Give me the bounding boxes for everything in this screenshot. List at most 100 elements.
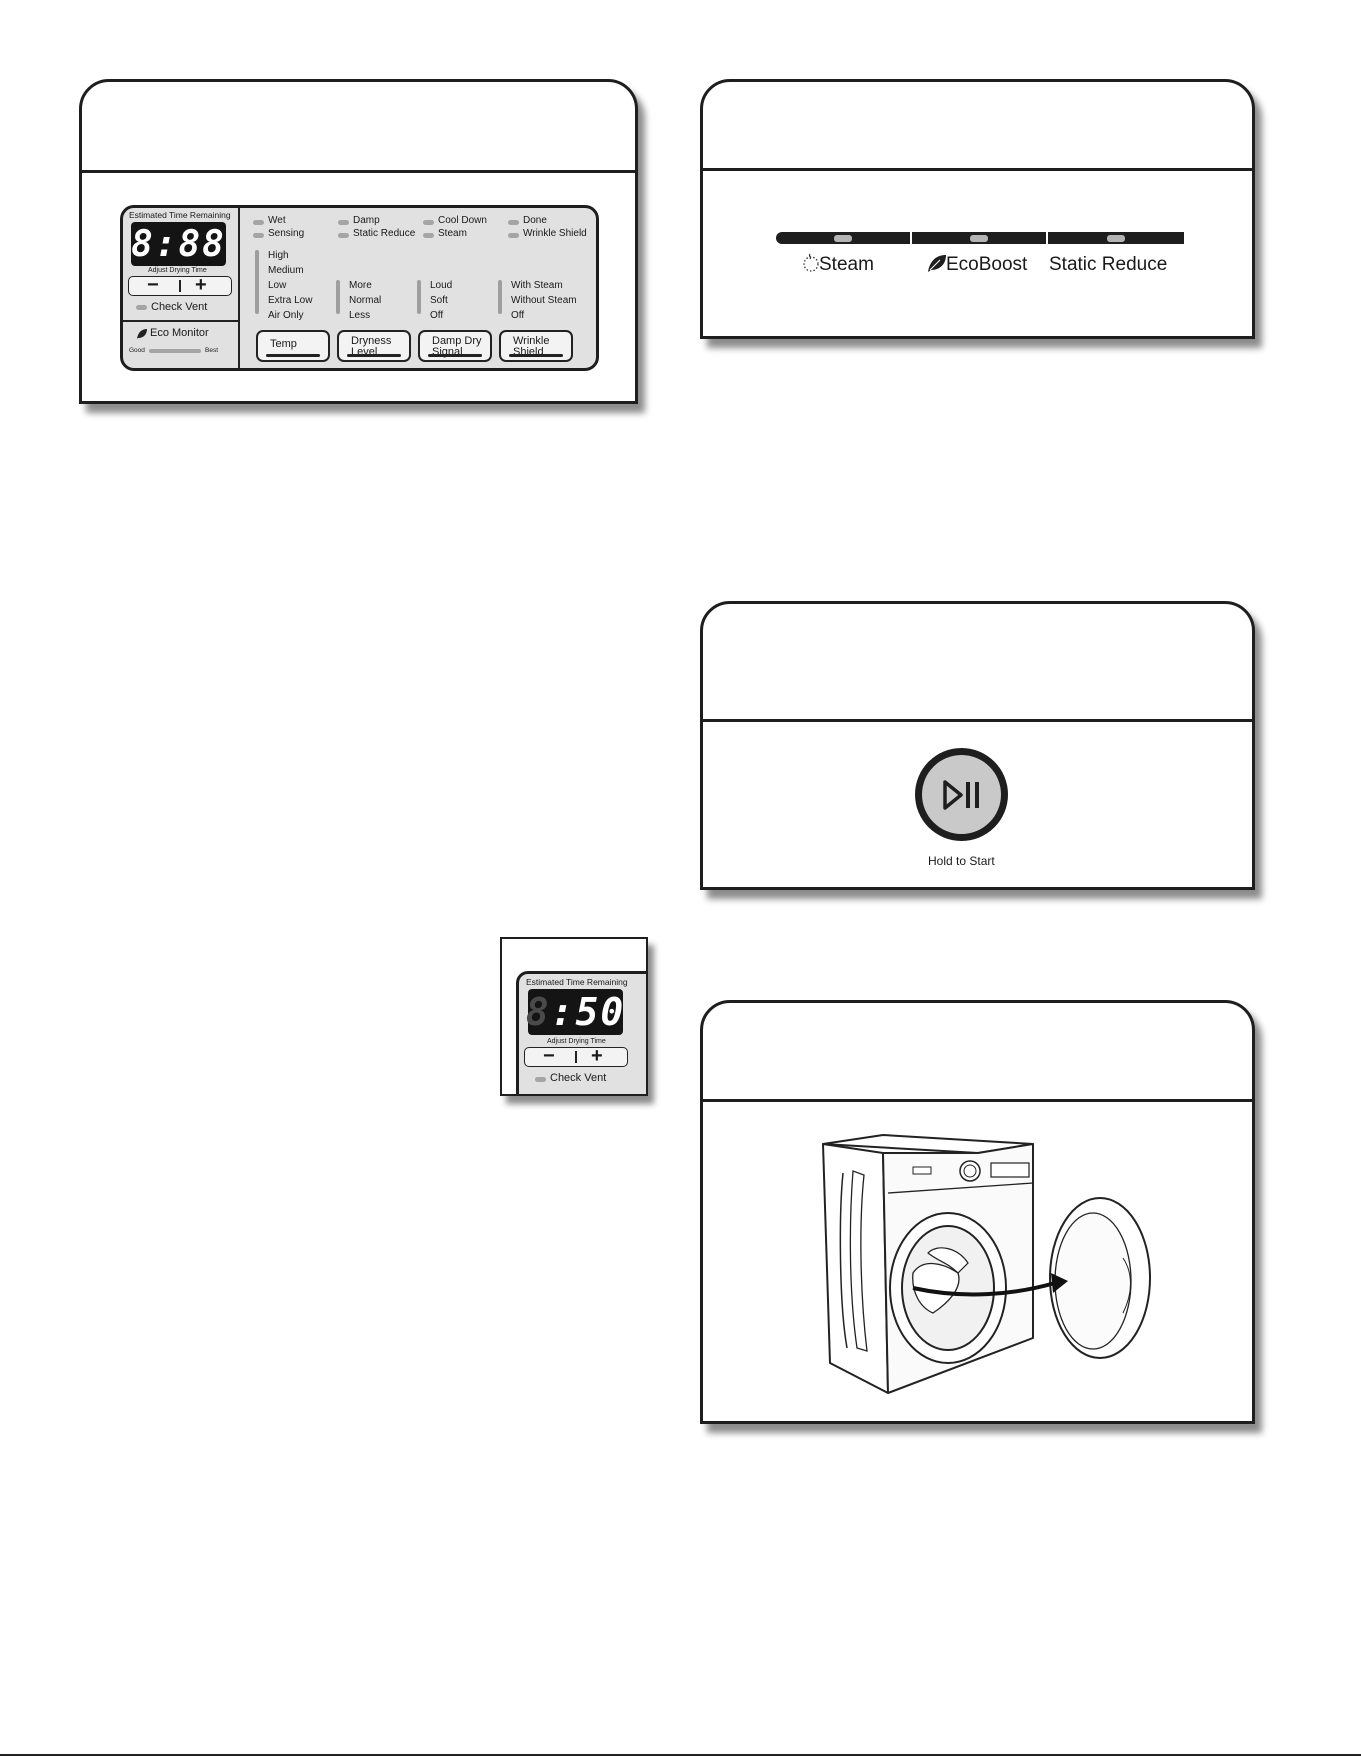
dryer-illustration-card <box>700 1000 1255 1424</box>
steam-icon <box>803 253 819 272</box>
leaf-icon <box>137 329 147 339</box>
button-underline <box>347 354 401 357</box>
section-divider-v <box>238 208 240 368</box>
dryness-button-label-2: Level <box>351 346 378 358</box>
signal-option: Loud <box>430 280 453 291</box>
minus-button[interactable]: − <box>543 1045 555 1067</box>
button-underline <box>428 354 482 357</box>
control-panel-card: Estimated Time Remaining 8:88 Adjust Dry… <box>79 79 638 404</box>
temp-option: Extra Low <box>268 295 313 306</box>
wrinkle-option: Off <box>511 310 525 321</box>
time-display: 8:88 <box>131 222 226 266</box>
dryness-option: More <box>349 280 372 291</box>
status-label: Done <box>523 215 547 226</box>
status-led <box>508 220 519 225</box>
wrinkle-button-label-1: Wrinkle <box>513 335 550 347</box>
dryness-option-bar <box>336 280 340 314</box>
card-header <box>82 82 635 173</box>
static-reduce-option-label[interactable]: Static Reduce <box>1049 254 1168 275</box>
status-led <box>508 233 519 238</box>
status-label: Sensing <box>268 228 305 239</box>
dryness-option: Normal <box>349 295 382 306</box>
check-vent-label: Check Vent <box>151 301 208 313</box>
steam-option-label[interactable]: Steam <box>819 254 874 275</box>
wrinkle-button-label-2: Shield <box>513 346 544 358</box>
status-label: Damp <box>353 215 380 226</box>
dryer-illustration <box>822 1134 1151 1394</box>
signal-option: Soft <box>430 295 448 306</box>
adjust-time-button[interactable]: − + <box>128 274 232 296</box>
adjust-drying-label: Adjust Drying Time <box>547 1038 606 1045</box>
static-reduce-led <box>1107 235 1125 242</box>
est-time-label: Estimated Time Remaining <box>526 977 628 987</box>
card-header <box>703 604 1252 722</box>
minus-button[interactable]: − <box>147 274 159 296</box>
est-time-label: Estimated Time Remaining <box>129 210 231 220</box>
steam-led <box>834 235 852 242</box>
button-underline <box>266 354 320 357</box>
status-led <box>253 233 264 238</box>
display-detail-card: Estimated Time Remaining 8:50 Adjust Dry… <box>500 937 648 1096</box>
ecoboost-option-label[interactable]: EcoBoost <box>946 254 1028 275</box>
eco-monitor-label: Eco Monitor <box>150 327 209 339</box>
leaf-icon <box>928 255 946 272</box>
card-header <box>703 1003 1252 1102</box>
temp-option: Low <box>268 280 287 291</box>
time-digits: :50 <box>550 990 626 1034</box>
good-label: Good <box>129 347 145 354</box>
status-label: Static Reduce <box>353 228 416 239</box>
dim-digit: 8 <box>525 990 551 1034</box>
divider <box>179 280 181 292</box>
wrinkle-option: Without Steam <box>511 295 577 306</box>
adjust-time-button[interactable]: − + <box>524 1045 628 1067</box>
page-bottom-rule <box>0 1754 1361 1756</box>
damp-button-label-2: Signal <box>432 346 463 358</box>
start-card: Hold to Start <box>700 601 1255 890</box>
divider <box>575 1051 577 1063</box>
time-display: 8:50 <box>525 989 626 1035</box>
time-digits: 8:88 <box>131 223 226 265</box>
best-label: Best <box>205 347 219 354</box>
options-strip <box>776 232 1184 244</box>
ecoboost-led <box>970 235 988 242</box>
status-led <box>423 233 434 238</box>
dryness-button-label-1: Dryness <box>351 335 392 347</box>
temp-option: Medium <box>268 265 304 276</box>
display-detail-panel: Estimated Time Remaining 8:50 Adjust Dry… <box>516 971 646 1094</box>
temp-option-bar <box>255 250 259 314</box>
status-led <box>423 220 434 225</box>
start-pause-button[interactable] <box>915 748 1008 841</box>
wrinkle-shield-button[interactable]: Wrinkle Shield <box>499 330 573 362</box>
play-pause-icon <box>943 780 979 810</box>
status-label: Cool Down <box>438 215 487 226</box>
button-underline <box>509 354 563 357</box>
adjust-drying-label: Adjust Drying Time <box>148 267 207 274</box>
temp-button[interactable]: Temp <box>256 330 330 362</box>
status-label: Steam <box>438 228 467 239</box>
wrinkle-option-bar <box>498 280 502 314</box>
status-led <box>338 233 349 238</box>
damp-button-label-1: Damp Dry <box>432 335 482 347</box>
hold-to-start-label: Hold to Start <box>928 854 995 868</box>
options-card: Steam EcoBoost Static Reduce <box>700 79 1255 339</box>
check-vent-led <box>535 1077 546 1082</box>
card-header <box>703 82 1252 171</box>
signal-option: Off <box>430 310 444 321</box>
temp-option: High <box>268 250 289 261</box>
signal-option-bar <box>417 280 421 314</box>
temp-option: Air Only <box>268 310 304 321</box>
check-vent-led <box>136 305 147 310</box>
status-led <box>338 220 349 225</box>
wrinkle-option: With Steam <box>511 280 563 291</box>
section-divider-h <box>123 320 238 322</box>
plus-button[interactable]: + <box>195 274 207 296</box>
eco-monitor-bar <box>149 349 201 353</box>
check-vent-label: Check Vent <box>550 1072 607 1084</box>
status-label: Wrinkle Shield <box>523 228 587 239</box>
dryer-control-panel: Estimated Time Remaining 8:88 Adjust Dry… <box>120 205 599 371</box>
damp-dry-signal-button[interactable]: Damp Dry Signal <box>418 330 492 362</box>
temp-button-label: Temp <box>270 338 297 350</box>
dryness-level-button[interactable]: Dryness Level <box>337 330 411 362</box>
dryness-option: Less <box>349 310 371 321</box>
plus-button[interactable]: + <box>591 1045 603 1067</box>
